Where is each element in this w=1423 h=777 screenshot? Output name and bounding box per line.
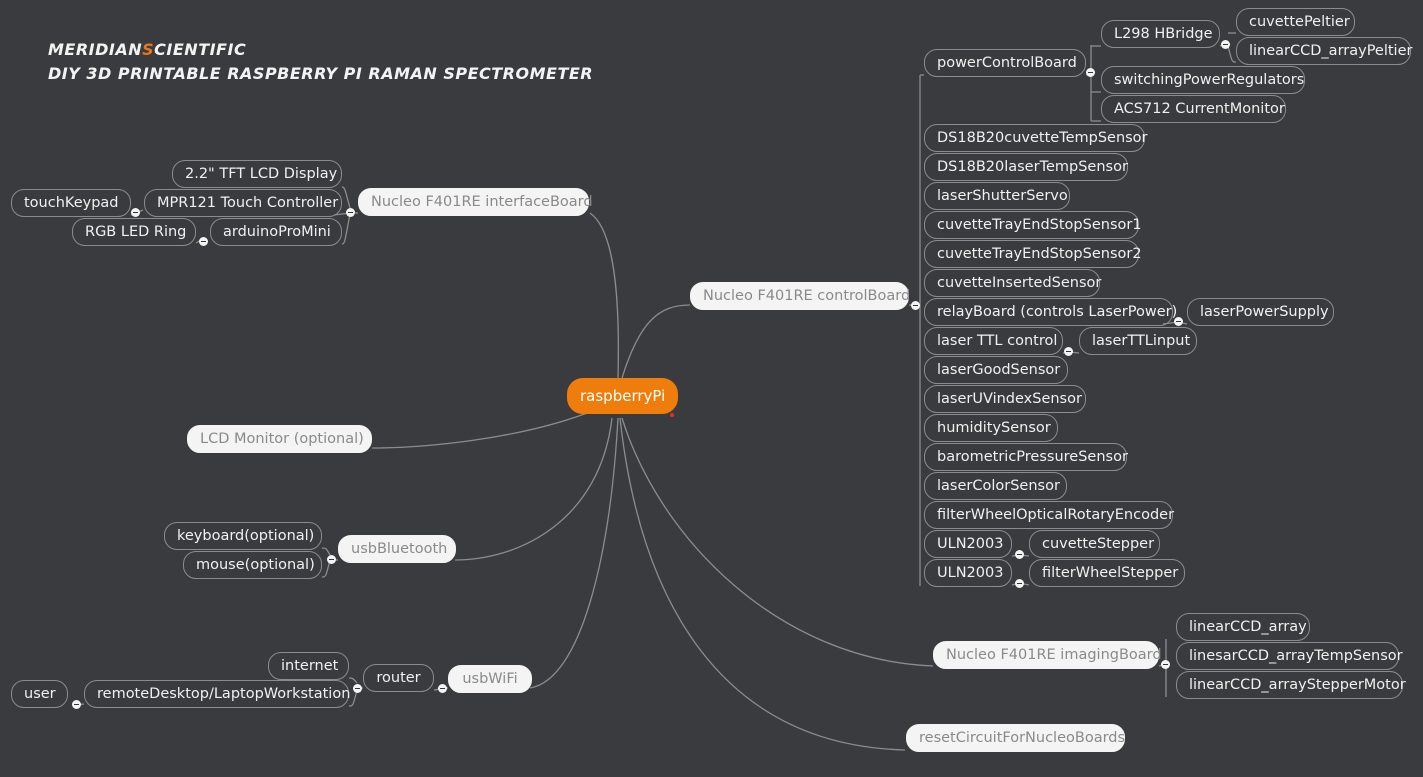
collapse-icon[interactable]	[1221, 40, 1230, 49]
node-user[interactable]: user	[11, 680, 68, 708]
collapse-icon[interactable]	[911, 301, 920, 310]
node-keyboard[interactable]: keyboard(optional)	[164, 522, 322, 550]
node-linearccd-peltier[interactable]: linearCCD_arrayPeltier	[1236, 37, 1412, 65]
node-laser-ttl-control[interactable]: laser TTL control	[924, 327, 1063, 355]
node-linearccd-steppermotor[interactable]: linearCCD_arrayStepperMotor	[1176, 671, 1406, 699]
collapse-icon[interactable]	[72, 700, 81, 709]
collapse-icon[interactable]	[346, 208, 355, 217]
node-rgb-led-ring[interactable]: RGB LED Ring	[72, 218, 196, 246]
collapse-icon[interactable]	[353, 684, 362, 693]
node-current-monitor[interactable]: ACS712 CurrentMonitor	[1101, 95, 1286, 123]
collapse-icon[interactable]	[131, 208, 140, 217]
node-touchkeypad[interactable]: touchKeypad	[11, 189, 131, 217]
node-imagingboard[interactable]: Nucleo F401RE imagingBoard	[933, 641, 1162, 669]
node-barometric-sensor[interactable]: barometricPressureSensor	[924, 443, 1128, 471]
node-lcd-monitor[interactable]: LCD Monitor (optional)	[187, 425, 372, 453]
node-endstop1[interactable]: cuvetteTrayEndStopSensor1	[924, 211, 1142, 239]
node-controlboard[interactable]: Nucleo F401RE controlBoard	[690, 282, 910, 310]
title-part1: Meridian	[48, 40, 143, 59]
node-tft-display[interactable]: 2.2" TFT LCD Display	[172, 160, 342, 188]
node-powercontrolboard[interactable]: powerControlBoard	[924, 49, 1086, 77]
node-interfaceboard[interactable]: Nucleo F401RE interfaceBoard	[358, 188, 593, 216]
collapse-icon[interactable]	[199, 237, 208, 246]
root-node-raspberrypi[interactable]: raspberryPi	[567, 378, 679, 414]
title-subtitle: DIY 3D printable Raspberry Pi Raman Spec…	[48, 64, 594, 83]
node-ds18b20-laser[interactable]: DS18B20laserTempSensor	[924, 153, 1128, 181]
node-laser-ttl-input[interactable]: laserTTLinput	[1079, 327, 1197, 355]
node-l298-hbridge[interactable]: L298 HBridge	[1101, 20, 1220, 48]
node-mouse[interactable]: mouse(optional)	[183, 551, 322, 579]
collapse-icon[interactable]	[1015, 579, 1024, 588]
node-laser-power-supply[interactable]: laserPowerSupply	[1187, 298, 1334, 326]
node-remotedesktop[interactable]: remoteDesktop/LaptopWorkstation	[84, 680, 350, 708]
collapse-icon[interactable]	[1161, 660, 1170, 669]
collapse-icon[interactable]	[1086, 68, 1095, 77]
node-cuvette-stepper[interactable]: cuvetteStepper	[1029, 530, 1160, 558]
collapse-icon[interactable]	[1015, 550, 1024, 559]
node-reset-circuit[interactable]: resetCircuitForNucleoBoards	[906, 724, 1125, 752]
node-laser-shutter-servo[interactable]: laserShutterServo	[924, 182, 1070, 210]
node-laser-good-sensor[interactable]: laserGoodSensor	[924, 356, 1068, 384]
node-mpr121[interactable]: MPR121 Touch Controller	[144, 189, 342, 217]
node-router[interactable]: router	[363, 664, 434, 692]
title-company: MeridianScientific	[48, 40, 246, 59]
node-filterwheel-encoder[interactable]: filterWheelOpticalRotaryEncoder	[924, 501, 1174, 529]
node-laser-uv-index[interactable]: laserUVindexSensor	[924, 385, 1086, 413]
node-uln2003-1[interactable]: ULN2003	[924, 530, 1012, 558]
node-ds18b20-cuvette[interactable]: DS18B20cuvetteTempSensor	[924, 124, 1148, 152]
node-usbwifi[interactable]: usbWiFi	[448, 665, 532, 693]
node-cuvette-inserted[interactable]: cuvetteInsertedSensor	[924, 269, 1101, 297]
node-humidity-sensor[interactable]: humiditySensor	[924, 414, 1058, 442]
root-marker	[670, 413, 674, 417]
node-laser-color-sensor[interactable]: laserColorSensor	[924, 472, 1067, 500]
title-part2: cientific	[154, 40, 247, 59]
node-relayboard[interactable]: relayBoard (controls LaserPower)	[924, 298, 1177, 326]
collapse-icon[interactable]	[327, 555, 336, 564]
collapse-icon[interactable]	[438, 684, 447, 693]
node-cuvettepeltier[interactable]: cuvettePeltier	[1236, 8, 1355, 36]
title-accent: S	[142, 40, 155, 59]
node-filterwheel-stepper[interactable]: filterWheelStepper	[1029, 559, 1185, 587]
node-switching-regulators[interactable]: switchingPowerRegulators	[1101, 66, 1305, 94]
node-internet[interactable]: internet	[268, 652, 349, 680]
collapse-icon[interactable]	[1174, 317, 1183, 326]
node-usbbluetooth[interactable]: usbBluetooth	[338, 535, 456, 563]
collapse-icon[interactable]	[1064, 347, 1073, 356]
node-endstop2[interactable]: cuvetteTrayEndStopSensor2	[924, 240, 1142, 268]
node-arduinopromini[interactable]: arduinoProMini	[210, 218, 342, 246]
node-uln2003-2[interactable]: ULN2003	[924, 559, 1012, 587]
node-linearccd-array[interactable]: linearCCD_array	[1176, 613, 1310, 641]
node-linearccd-tempsensor[interactable]: linesarCCD_arrayTempSensor	[1176, 642, 1403, 670]
